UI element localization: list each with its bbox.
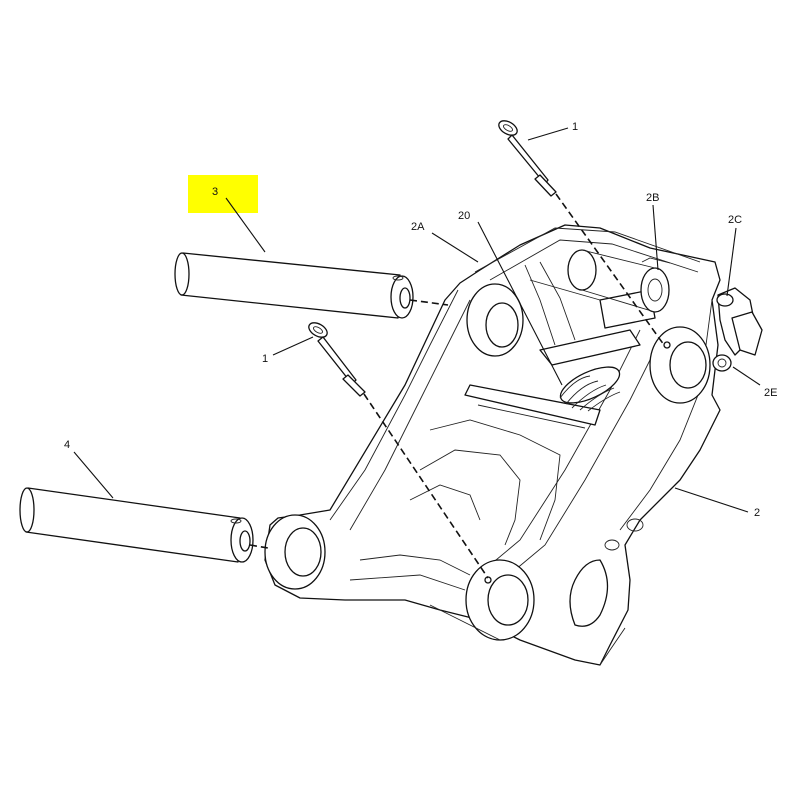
- alignment-lines: [249, 193, 665, 579]
- lock-pin-top: [498, 120, 557, 197]
- pin-3: [174, 252, 414, 319]
- pin-4: [19, 487, 254, 563]
- callout-2b: 2B: [646, 192, 659, 204]
- lower-left-boss: [264, 514, 326, 590]
- callout-1-left: 1: [262, 353, 268, 365]
- callout-2: 2: [754, 507, 760, 519]
- callout-2a: 2A: [411, 221, 425, 233]
- upper-right-boss: [649, 326, 711, 404]
- callout-4: 4: [64, 439, 70, 451]
- callout-2e: 2E: [764, 387, 777, 399]
- retainer-2e: [712, 354, 732, 372]
- lower-right-boss: [465, 559, 535, 641]
- callout-1-top: 1: [572, 121, 578, 133]
- callout-2c: 2C: [728, 214, 742, 226]
- quick-coupler-frame: [264, 224, 763, 666]
- upper-left-boss: [466, 283, 524, 357]
- callout-20: 20: [458, 210, 470, 222]
- highlight-box: [188, 175, 258, 213]
- callout-3: 3: [212, 186, 218, 198]
- callout-labels: 3 4 1 1 2A 20 2B 2C 2E 2: [64, 121, 777, 519]
- rear-boss-2b: [567, 249, 671, 313]
- lock-pin-left: [308, 322, 366, 397]
- leader-lines: [73, 127, 761, 513]
- lock-component-2c: [716, 287, 763, 356]
